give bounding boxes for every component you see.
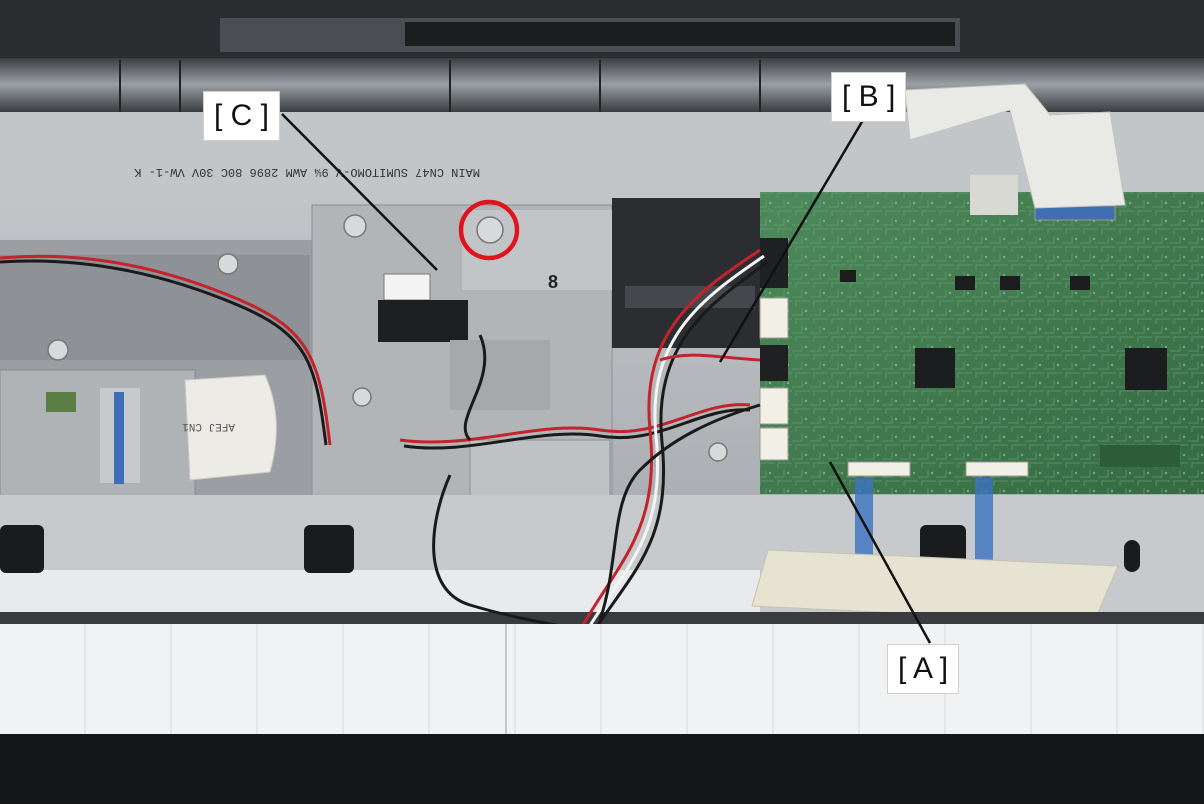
callout-label-a: [ A ] <box>887 644 960 694</box>
leader-line-b <box>718 114 868 363</box>
connector-c <box>383 273 431 301</box>
drive-mechanism <box>612 198 762 348</box>
paper-output <box>0 624 1204 734</box>
ffc-ribbon-left <box>184 374 277 481</box>
ffc-ribbon-top-right <box>904 83 1126 209</box>
callout-label-c: [ C ] <box>203 91 281 141</box>
cable-harness <box>0 248 769 635</box>
ffc-label-text: AFEJ CN1 <box>182 420 235 432</box>
pcb-connectors <box>759 205 1116 477</box>
leader-lines <box>281 113 932 644</box>
frame-label-text: MAIN CN47 SUMITOMO-V 9¼ AWM 2896 80C 30V… <box>134 165 480 179</box>
leader-line-c <box>281 113 438 271</box>
callout-label-b: [ B ] <box>831 72 907 122</box>
ffc-housing <box>0 369 196 499</box>
bracket-mark-text: 8 <box>548 272 558 292</box>
highlight-circle <box>458 199 520 261</box>
leader-line-a <box>828 461 932 644</box>
